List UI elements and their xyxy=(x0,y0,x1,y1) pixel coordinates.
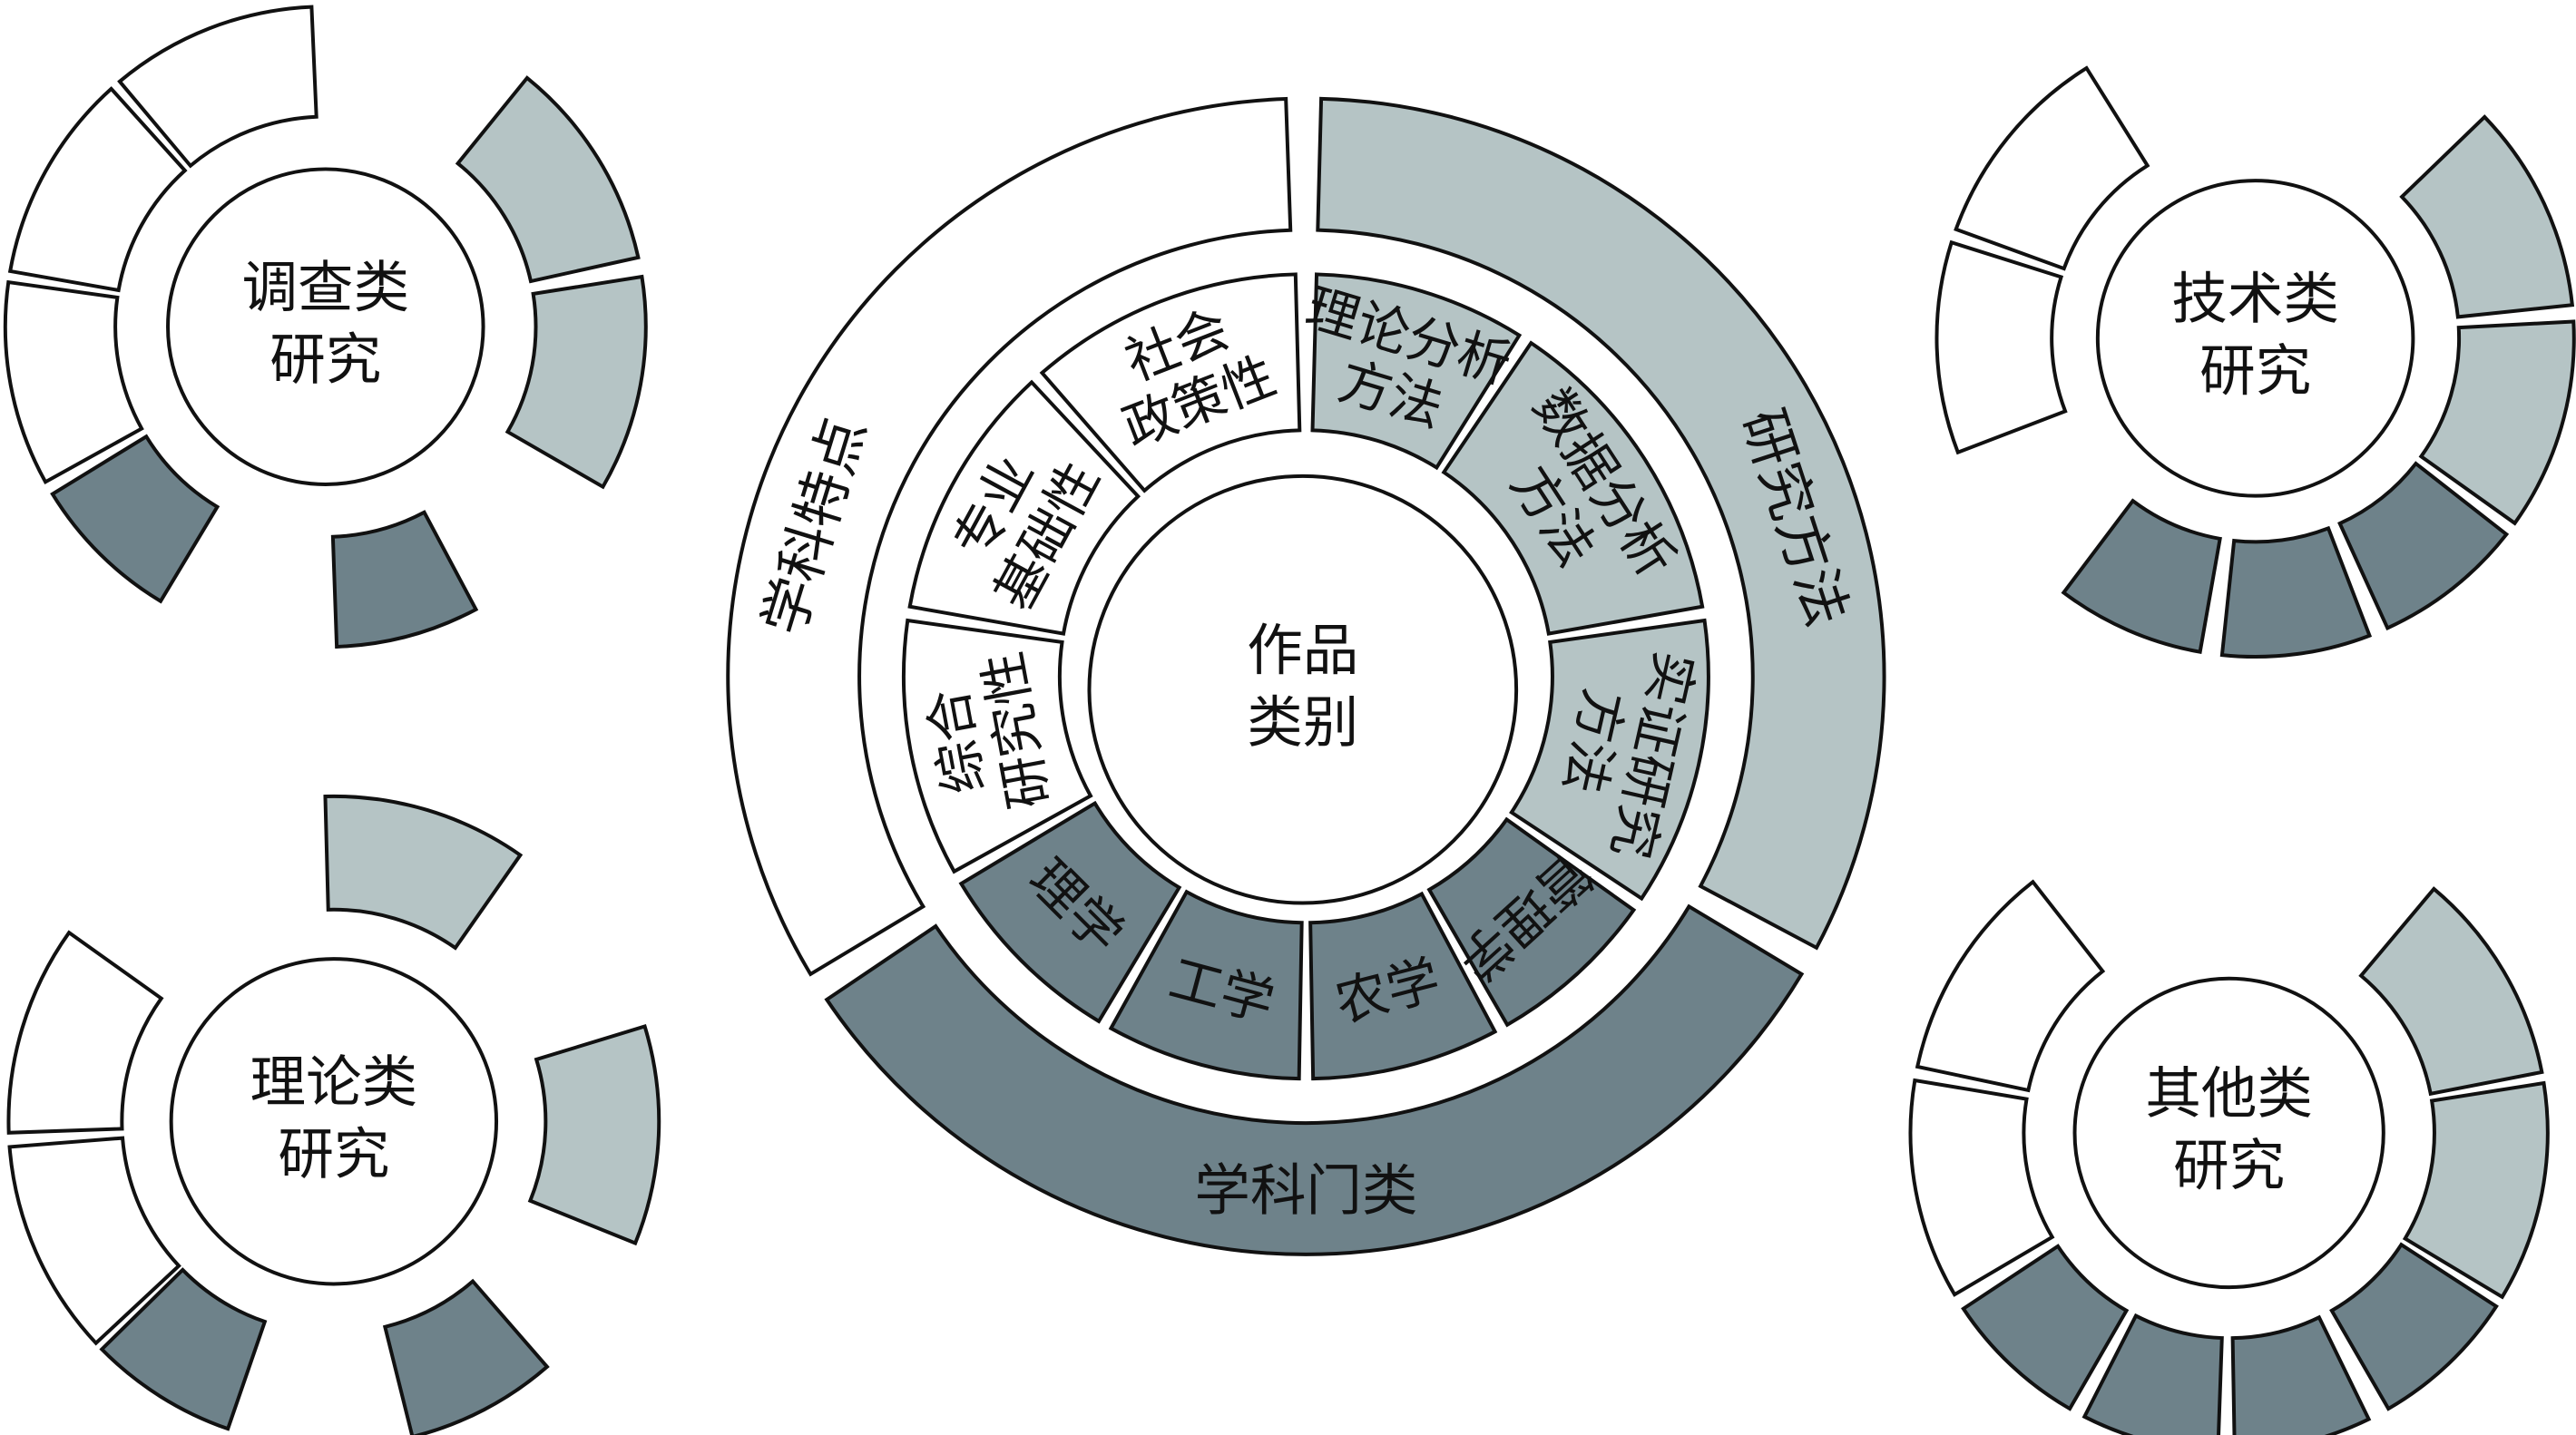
middle-ring-segment xyxy=(1108,889,1304,1081)
satellite-segment-dark xyxy=(2337,461,2510,631)
satellite-title-line: 研究 xyxy=(2173,1133,2285,1198)
satellite-segment-white xyxy=(1915,879,2106,1093)
middle-ring-segment xyxy=(907,379,1141,636)
satellite-segment-white xyxy=(1908,1078,2055,1297)
satellite-segment-gray xyxy=(504,274,648,490)
satellite-center-circle xyxy=(2095,179,2415,498)
center-title-line: 类别 xyxy=(1247,689,1358,755)
middle-ring-segment xyxy=(1310,272,1523,471)
satellite-title-line: 研究 xyxy=(269,327,381,392)
satellite-segment-white xyxy=(7,86,188,293)
satellite-title-line: 技术类 xyxy=(2171,266,2339,331)
satellite-center-circle xyxy=(166,167,485,486)
satellite-segment-white xyxy=(3,279,144,485)
satellite-segment-dark xyxy=(2329,1242,2499,1411)
middle-ring-segment xyxy=(1308,891,1498,1081)
satellite-segment-dark xyxy=(50,434,220,604)
satellite-segment-dark xyxy=(2081,1313,2224,1435)
satellite-segment-gray xyxy=(455,75,641,284)
middle-ring-segment xyxy=(1509,618,1710,902)
satellite-segment-gray xyxy=(2399,114,2575,319)
satellite-segment-dark xyxy=(2061,498,2222,655)
satellite-segment-dark xyxy=(330,510,479,649)
satellite-segment-white xyxy=(6,930,164,1135)
satellite-segment-gray xyxy=(323,794,524,951)
satellite-segment-dark xyxy=(382,1278,550,1435)
satellite-title-line: 调查类 xyxy=(241,255,409,320)
satellite-segment-gray xyxy=(2402,1080,2550,1300)
satellite-segment-dark xyxy=(2219,525,2373,659)
satellite-title-line: 研究 xyxy=(278,1121,389,1186)
satellite-title-line: 研究 xyxy=(2199,338,2311,404)
central-wheel: 学科特点研究方法学科门类理论分析方法数据分析方法实证研究方法管理学农学工学理学综… xyxy=(726,96,1886,1256)
center-circle xyxy=(1087,473,1519,905)
satellite-segment-gray xyxy=(2418,319,2576,526)
satellite-title-line: 理论类 xyxy=(250,1049,418,1115)
middle-ring-segment xyxy=(1426,816,1637,1028)
satellite-segment-gray xyxy=(2358,886,2544,1097)
satellite-segment-gray xyxy=(527,1024,661,1246)
outer-ring-segment xyxy=(824,903,1805,1256)
satellite-segment-white xyxy=(7,1136,181,1346)
outer-ring-segment xyxy=(726,96,1293,977)
middle-ring-segment xyxy=(901,618,1093,874)
satellite-segment-white xyxy=(1954,65,2150,271)
middle-ring-segment xyxy=(958,800,1182,1024)
satellite-segment-dark xyxy=(1961,1244,2130,1411)
satellite-title-line: 其他类 xyxy=(2145,1061,2313,1127)
middle-ring-segment xyxy=(1039,272,1302,493)
satellite-center-circle xyxy=(169,957,499,1286)
outer-ring-segment xyxy=(1316,96,1886,951)
satellite-segment-white xyxy=(117,5,318,169)
outer-ring-label: 学科门类 xyxy=(1194,1157,1417,1223)
satellite-segment-white xyxy=(1934,239,2068,455)
satellite-center-circle xyxy=(2072,976,2385,1290)
center-title-line: 作品 xyxy=(1247,618,1358,683)
middle-ring-segment xyxy=(1441,340,1705,636)
satellite-segment-dark xyxy=(99,1267,268,1431)
